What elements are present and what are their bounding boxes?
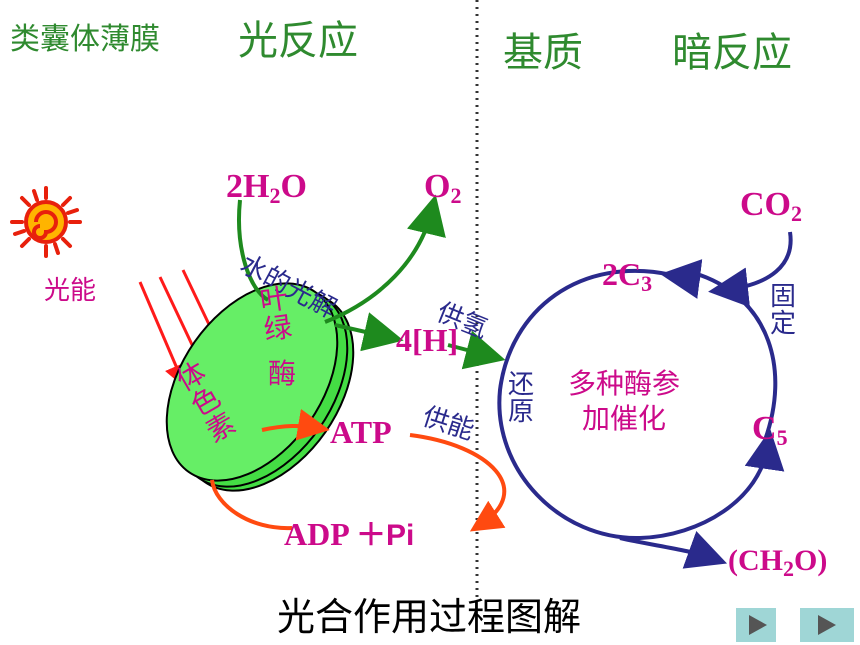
supply-h-arrow bbox=[447, 330, 506, 370]
adp-arrow bbox=[210, 479, 293, 531]
next-slide-button[interactable] bbox=[736, 608, 776, 642]
dark-reaction-label: 暗反应 bbox=[672, 30, 792, 76]
energy-arrow bbox=[409, 433, 507, 532]
atp-label: ATP bbox=[330, 414, 392, 450]
carbohydrate-arrow bbox=[619, 531, 728, 569]
c5-to-c3-arrow bbox=[660, 259, 703, 299]
hydrogen-arrow bbox=[334, 312, 404, 352]
enzyme-label: 酶 bbox=[268, 357, 297, 390]
enzymes-catalysis-label: 多种酶参加催化 bbox=[568, 367, 681, 435]
thylakoid-label: 类囊体薄膜 bbox=[10, 22, 160, 57]
play-next-icon bbox=[749, 615, 767, 635]
co2-fixation-arrow bbox=[708, 231, 793, 308]
sun-icon bbox=[10, 186, 82, 258]
light-energy-label: 光能 bbox=[44, 276, 97, 306]
adp-label: ADP ＋Pi bbox=[284, 516, 415, 552]
hydrogen-label: 4[H] bbox=[396, 322, 459, 358]
co2-label: CO2 bbox=[740, 186, 802, 226]
water-label: 2H2O bbox=[226, 168, 307, 208]
atp-arrow bbox=[261, 408, 330, 441]
stroma-label: 基质 bbox=[503, 30, 583, 76]
water-arrow bbox=[237, 199, 270, 302]
calvin-cycle-arc bbox=[497, 268, 785, 541]
carbohydrate-label: (CH2O) bbox=[728, 544, 828, 581]
light-reaction-label: 光反应 bbox=[238, 18, 358, 64]
forward-slide-button[interactable] bbox=[800, 608, 854, 642]
oxygen-label: O2 bbox=[424, 168, 462, 208]
c3-label: 2C3 bbox=[602, 256, 653, 296]
play-forward-icon bbox=[818, 615, 836, 635]
light-ray bbox=[138, 281, 188, 389]
fixation-label: 固定 bbox=[770, 282, 797, 340]
oxygen-arrow bbox=[324, 194, 446, 324]
c5-label: C5 bbox=[752, 410, 788, 450]
thylakoid-stack bbox=[165, 282, 355, 492]
reduction-label: 还原 bbox=[508, 370, 535, 428]
diagram-caption: 光合作用过程图解 bbox=[277, 595, 582, 639]
